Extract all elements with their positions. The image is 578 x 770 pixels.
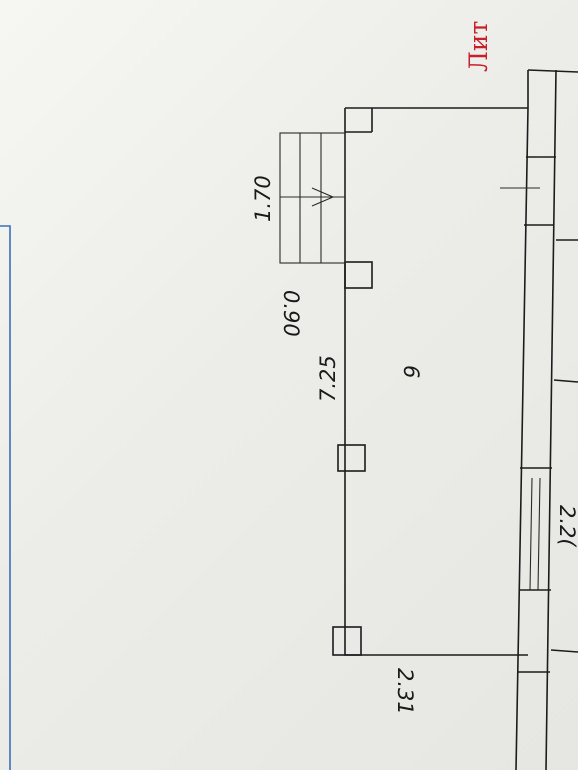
dimension-stair-length: 1.70: [251, 175, 275, 222]
right-wall-cap: [527, 69, 578, 73]
window-line-1: [529, 477, 533, 591]
right-wall-inner: [545, 69, 557, 770]
wall-segment-7: [550, 649, 578, 653]
blue-frame-edge: [0, 225, 11, 770]
column-square-2: [337, 444, 366, 472]
dimension-stair-width: 0.90: [279, 290, 303, 337]
room-number: 6: [399, 365, 423, 378]
window-line-2: [537, 477, 541, 591]
dimension-room-width: 2.31: [393, 668, 417, 715]
dimension-partial: 2.2(: [555, 505, 578, 547]
liter-label: Лит: [464, 21, 493, 72]
stair-arrow: [311, 187, 335, 207]
column-square-1: [344, 261, 373, 289]
wall-segment-6: [553, 379, 578, 383]
stair-outline: [279, 132, 346, 264]
room-wall-left: [344, 108, 528, 656]
right-wall-outer: [515, 107, 529, 770]
column-square-3: [332, 626, 362, 656]
dimension-room-length: 7.25: [316, 355, 340, 402]
